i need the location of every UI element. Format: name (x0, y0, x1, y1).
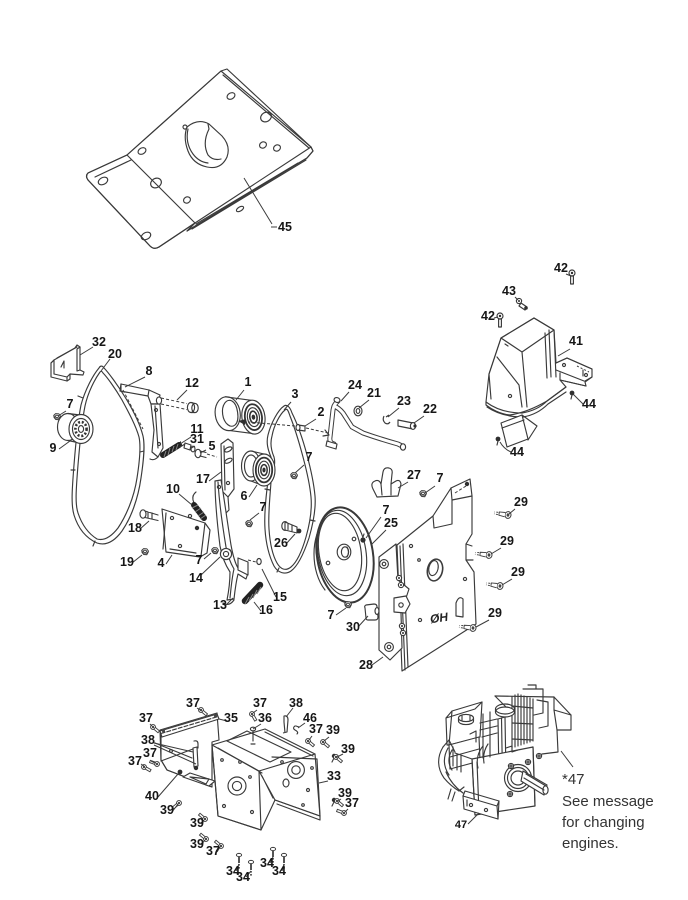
svg-text:37: 37 (345, 796, 359, 810)
svg-text:29: 29 (500, 534, 514, 548)
svg-text:5: 5 (209, 439, 216, 453)
svg-text:7: 7 (260, 500, 267, 514)
svg-text:42: 42 (554, 261, 568, 275)
svg-text:7: 7 (328, 608, 335, 622)
svg-text:39: 39 (190, 816, 204, 830)
svg-text:36: 36 (258, 711, 272, 725)
svg-text:31: 31 (190, 432, 204, 446)
svg-text:37: 37 (143, 746, 157, 760)
svg-text:6: 6 (241, 489, 248, 503)
svg-text:11: 11 (190, 422, 203, 436)
svg-text:10: 10 (166, 482, 180, 496)
svg-text:41: 41 (569, 334, 583, 348)
svg-text:13: 13 (213, 598, 227, 612)
svg-text:ØH: ØH (429, 610, 449, 626)
svg-text:39: 39 (341, 742, 355, 756)
svg-text:44: 44 (582, 397, 596, 411)
svg-text:7: 7 (383, 503, 390, 517)
svg-text:20: 20 (108, 347, 122, 361)
svg-text:engines.: engines. (562, 835, 619, 852)
svg-text:25: 25 (384, 516, 398, 530)
svg-text:34: 34 (236, 870, 250, 884)
svg-text:34: 34 (226, 864, 240, 878)
svg-text:37: 37 (206, 844, 220, 858)
svg-text:15: 15 (273, 590, 287, 604)
svg-text:40: 40 (145, 789, 159, 803)
svg-text:9: 9 (50, 441, 57, 455)
svg-text:44: 44 (510, 445, 524, 459)
svg-text:30: 30 (346, 620, 360, 634)
svg-text:34: 34 (260, 856, 274, 870)
svg-text:7: 7 (306, 450, 313, 464)
svg-text:14: 14 (189, 571, 203, 585)
svg-text:23: 23 (397, 394, 411, 408)
svg-text:34: 34 (272, 864, 286, 878)
svg-text:7: 7 (437, 471, 444, 485)
svg-text:39: 39 (190, 837, 204, 851)
svg-text:19: 19 (120, 555, 134, 569)
svg-text:26: 26 (274, 536, 288, 550)
svg-text:21: 21 (367, 386, 381, 400)
svg-text:24: 24 (348, 378, 362, 392)
svg-text:47: 47 (455, 819, 467, 831)
svg-text:29: 29 (514, 495, 528, 509)
svg-text:2: 2 (318, 405, 325, 419)
svg-text:See message: See message (562, 793, 654, 810)
svg-text:29: 29 (488, 606, 502, 620)
svg-text:4: 4 (158, 556, 165, 570)
svg-text:46: 46 (303, 711, 317, 725)
svg-text:38: 38 (289, 696, 303, 710)
svg-text:17: 17 (196, 472, 210, 486)
svg-text:37: 37 (186, 696, 200, 710)
svg-text:3: 3 (292, 387, 299, 401)
svg-text:22: 22 (423, 402, 437, 416)
svg-text:8: 8 (146, 364, 153, 378)
svg-text:7: 7 (67, 397, 74, 411)
svg-text:for changing: for changing (562, 814, 645, 831)
svg-text:7: 7 (196, 553, 203, 567)
svg-text:27: 27 (407, 468, 421, 482)
svg-text:37: 37 (139, 711, 153, 725)
svg-text:18: 18 (128, 521, 142, 535)
svg-text:39: 39 (160, 803, 174, 817)
svg-text:43: 43 (502, 284, 516, 298)
svg-text:38: 38 (141, 733, 155, 747)
svg-text:42: 42 (481, 309, 495, 323)
svg-text:12: 12 (185, 376, 199, 390)
svg-text:37: 37 (253, 696, 267, 710)
svg-text:45: 45 (278, 220, 292, 234)
svg-text:32: 32 (92, 335, 106, 349)
svg-text:39: 39 (338, 786, 352, 800)
svg-text:33: 33 (327, 769, 341, 783)
svg-text:39: 39 (326, 723, 340, 737)
svg-text:28: 28 (359, 658, 373, 672)
svg-text:35: 35 (224, 711, 238, 725)
svg-text:*47: *47 (562, 771, 585, 788)
svg-text:1: 1 (245, 375, 252, 389)
svg-text:37: 37 (309, 722, 323, 736)
svg-text:16: 16 (259, 603, 273, 617)
svg-text:37: 37 (128, 754, 142, 768)
svg-text:29: 29 (511, 565, 525, 579)
